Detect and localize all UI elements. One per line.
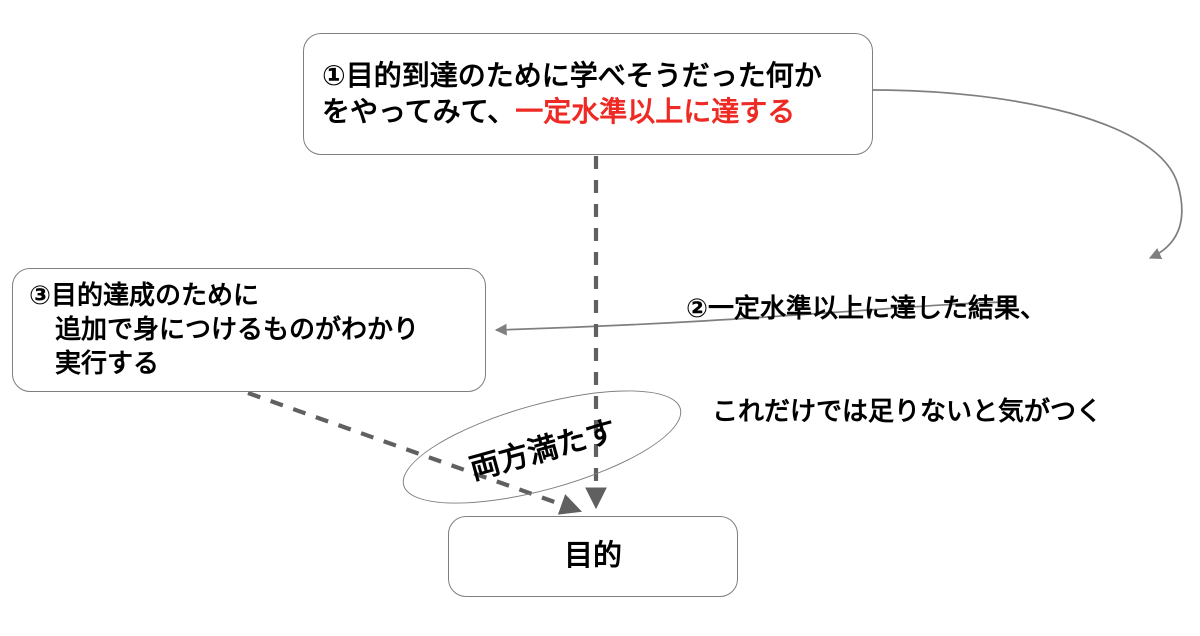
node-step1[interactable]: ①目的到達のために学べそうだった何か をやってみて、一定水準以上に達する: [303, 33, 873, 155]
edge-step3-to-goal: [247, 391, 583, 515]
junction-label: 両方満たす: [466, 414, 620, 487]
node-step1-line2: をやってみて、一定水準以上に達する: [322, 94, 872, 130]
caption-step2-line2: これだけでは足りないと気がつく: [686, 395, 1103, 426]
caption-step2: ②一定水準以上に達した結果、 これだけでは足りないと気がつく: [686, 222, 1102, 497]
caption-step2-line1: ②一定水準以上に達した結果、: [686, 292, 1047, 323]
node-step3-line2: 追加で身につけるものがわかり: [29, 314, 420, 345]
node-goal-label: 目的: [563, 539, 622, 572]
node-step1-line2-prefix: をやってみて、: [322, 96, 516, 127]
node-goal[interactable]: 目的: [448, 516, 738, 597]
node-junction-both: 両方満たす: [391, 367, 693, 527]
node-step3-line3: 実行する: [29, 347, 160, 378]
node-step3[interactable]: ③目的達成のために 追加で身につけるものがわかり 実行する: [12, 268, 486, 392]
node-step3-line1: ③目的達成のために: [29, 280, 260, 311]
node-step1-line2-accent: 一定水準以上に達する: [515, 96, 796, 127]
node-step1-line1: ①目的到達のために学べそうだった何か: [322, 59, 822, 91]
